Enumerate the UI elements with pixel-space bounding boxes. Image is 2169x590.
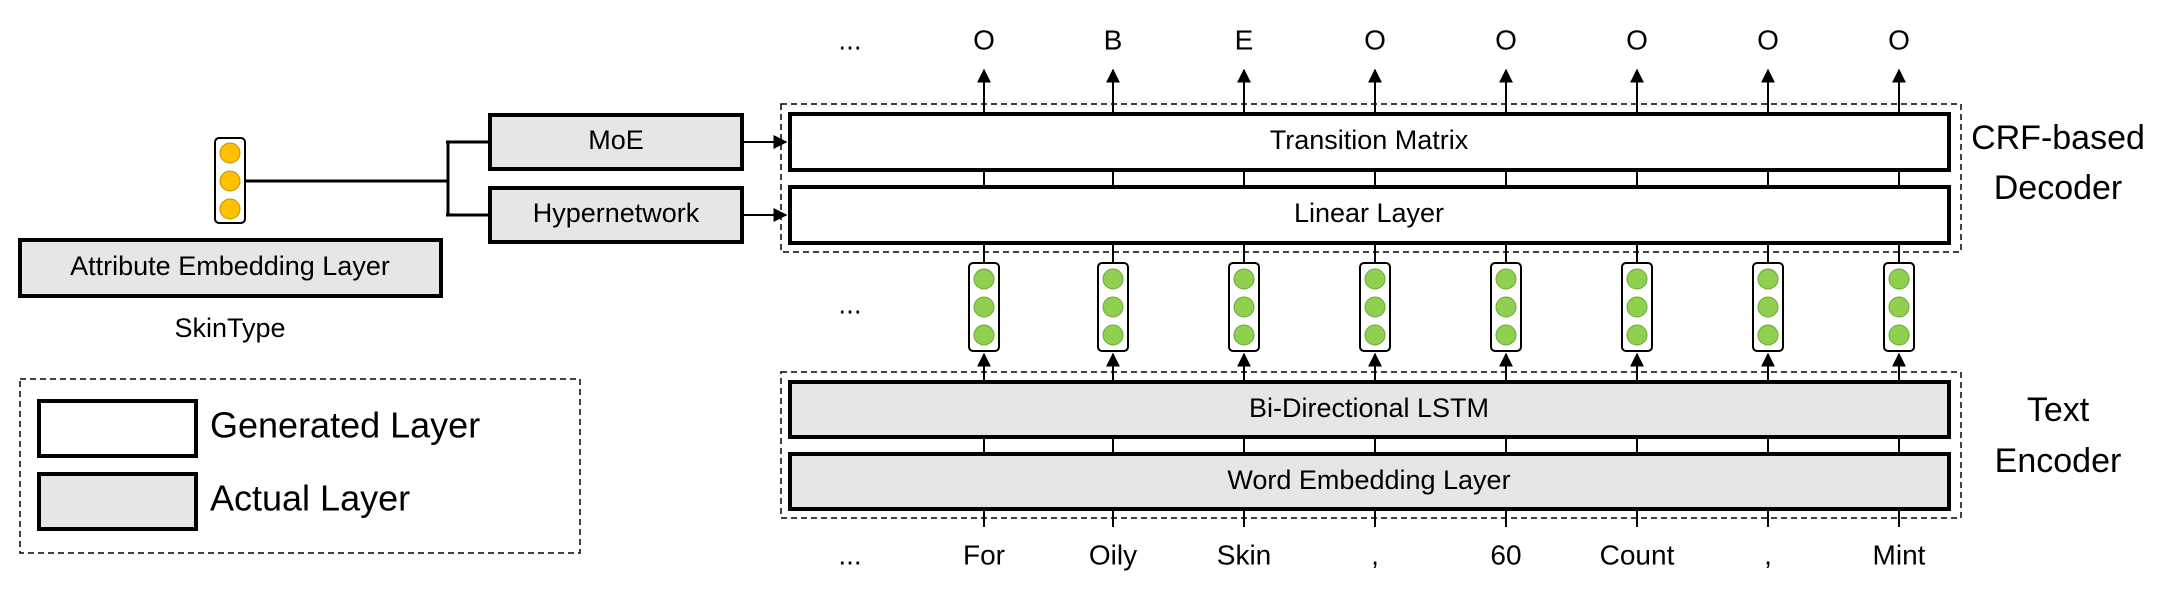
hidden-vector-dot (1102, 324, 1124, 346)
attribute-name: SkinType (174, 313, 285, 343)
attribute-vector-dot (219, 170, 241, 192)
hypernetwork-label: Hypernetwork (533, 198, 700, 228)
hidden-vector-dot (1626, 324, 1648, 346)
legend-actual-swatch (37, 472, 198, 531)
hidden-ellipsis: ... (838, 288, 861, 319)
output-tag: E (1235, 24, 1254, 55)
output-tag: O (1757, 24, 1779, 55)
hidden-vector-dot (1495, 296, 1517, 318)
hidden-vector-dot (1757, 324, 1779, 346)
input-token: For (963, 539, 1005, 570)
hidden-vector-dot (1626, 268, 1648, 290)
hidden-vector-dot (1757, 296, 1779, 318)
output-tag: O (1495, 24, 1517, 55)
encoder-label-line1: Text (2027, 391, 2090, 429)
input-token: Oily (1089, 539, 1137, 570)
word-embedding-box (788, 452, 1951, 511)
hidden-vector-dot (1102, 268, 1124, 290)
crf-decoder-group (780, 103, 1962, 253)
hidden-vector-dot (973, 324, 995, 346)
linear-layer-label: Linear Layer (1294, 198, 1444, 228)
output-tag-ellipsis: ... (838, 24, 861, 55)
attribute-embedding-layer-box (18, 238, 443, 298)
legend-generated-label: Generated Layer (210, 405, 480, 446)
transition-matrix-label: Transition Matrix (1270, 125, 1469, 155)
input-token: Count (1600, 539, 1675, 570)
output-tag: O (1626, 24, 1648, 55)
output-tag: B (1104, 24, 1123, 55)
input-token-ellipsis: ... (838, 539, 861, 570)
decoder-label-line2: Decoder (1994, 169, 2123, 207)
input-token: Mint (1873, 539, 1926, 570)
hidden-vector-dot (1495, 268, 1517, 290)
text-encoder-group (780, 371, 1962, 519)
hidden-vector-dot (1626, 296, 1648, 318)
hidden-vector-dot (1364, 324, 1386, 346)
transition-matrix-box (788, 112, 1951, 172)
legend-box (19, 378, 581, 554)
hidden-vector-dot (1233, 268, 1255, 290)
legend-generated-swatch (37, 399, 198, 458)
legend-actual-label: Actual Layer (210, 478, 410, 519)
moe-box (488, 113, 744, 171)
input-token: , (1764, 539, 1772, 570)
encoder-label-line2: Encoder (1995, 442, 2122, 480)
hidden-vector-dot (973, 268, 995, 290)
attribute-embedding-layer-label: Attribute Embedding Layer (70, 251, 390, 281)
hidden-vector-dot (1495, 324, 1517, 346)
hidden-vector-dot (1233, 324, 1255, 346)
input-token: Skin (1217, 539, 1271, 570)
output-tag: O (973, 24, 995, 55)
hidden-vector-dot (1233, 296, 1255, 318)
word-embedding-label: Word Embedding Layer (1227, 465, 1510, 495)
input-token: 60 (1490, 539, 1521, 570)
attribute-vector-dot (219, 142, 241, 164)
hidden-vector-dot (1364, 296, 1386, 318)
hidden-vector-dot (1888, 268, 1910, 290)
bilstm-label: Bi-Directional LSTM (1249, 393, 1489, 423)
bilstm-box (788, 380, 1951, 439)
hidden-vector-dot (1102, 296, 1124, 318)
hypernetwork-box (488, 186, 744, 244)
decoder-label-line1: CRF-based (1971, 119, 2145, 157)
hidden-vector-dot (973, 296, 995, 318)
hidden-vector-dot (1364, 268, 1386, 290)
token-columns (968, 68, 1915, 527)
hidden-vector-dot (1888, 296, 1910, 318)
linear-layer-box (788, 185, 1951, 245)
moe-label: MoE (588, 125, 644, 155)
input-token: , (1371, 539, 1379, 570)
output-tag: O (1888, 24, 1910, 55)
hidden-vector-dot (1757, 268, 1779, 290)
output-tag: O (1364, 24, 1386, 55)
attribute-vector-dot (219, 198, 241, 220)
hidden-vector-dot (1888, 324, 1910, 346)
